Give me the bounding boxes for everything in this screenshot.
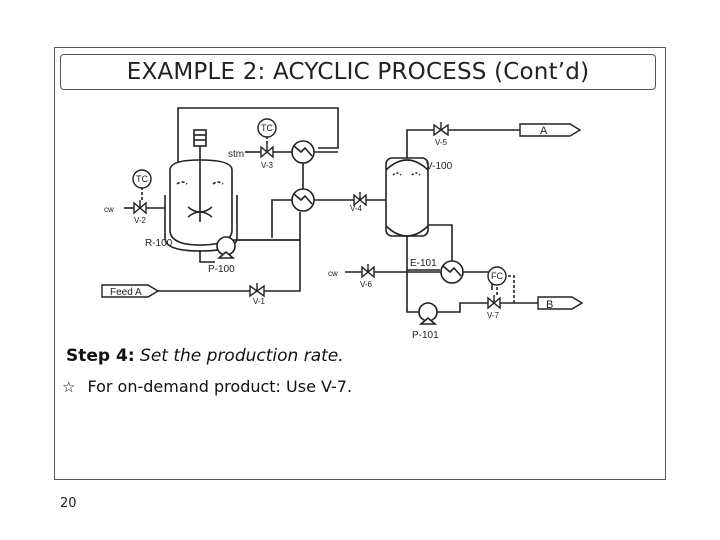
heat-exchanger-e101 [440,260,464,284]
label-tc-left: TC [136,174,148,184]
feed-a-arrow [101,284,160,298]
label-v2: V-2 [134,216,147,225]
label-p101: P-101 [412,330,439,341]
slide-title: EXAMPLE 2: ACYCLIC PROCESS (Cont’d) [60,54,656,90]
valve-v1 [249,283,265,298]
label-product-a: A [540,125,548,137]
step-heading: Step 4: Set the production rate. [66,346,344,366]
label-tc-top: TC [261,123,273,133]
label-v1: V-1 [253,297,266,306]
label-product-b: B [546,299,553,311]
star-outline-icon: ☆ [62,377,76,396]
pump-p101 [418,302,438,325]
label-r100: R-100 [145,238,173,249]
step-text: Set the production rate. [140,346,344,366]
label-cw-right: cw [328,269,338,278]
label-v7: V-7 [487,311,500,320]
controller-tc-top [257,118,277,138]
label-e101: E-101 [410,258,437,269]
label-feed-a: Feed A [110,287,142,298]
heat-exchanger-top [291,140,315,164]
valve-v3 [260,144,274,159]
label-v6: V-6 [360,280,373,289]
bullet-item: ☆ For on-demand product: Use V-7. [62,377,352,396]
label-cw-left: cw [104,205,114,214]
label-fc: FC [491,271,503,281]
stream-a-arrow [519,123,582,137]
valve-v2 [133,200,147,215]
label-v5: V-5 [435,138,448,147]
label-stm: stm [228,149,244,160]
label-v100: V-100 [426,161,453,172]
pump-p100 [216,236,236,259]
slide-frame [54,47,666,480]
valve-v5 [433,122,449,137]
heat-exchanger-middle [291,188,315,212]
bullet-text: For on-demand product: Use V-7. [87,377,353,396]
controller-tc-left [132,169,152,189]
stream-b-arrow [537,296,584,310]
tank-v100 [385,157,429,237]
valve-v4 [353,192,367,207]
step-label: Step 4: [66,346,135,366]
reactor-r100 [164,129,238,252]
valve-v7 [487,295,501,310]
label-p100: P-100 [208,264,235,275]
label-v3: V-3 [261,161,274,170]
page-number: 20 [60,496,77,511]
valve-v6 [361,264,375,279]
controller-fc [487,266,507,286]
label-v4: V-4 [350,204,363,213]
